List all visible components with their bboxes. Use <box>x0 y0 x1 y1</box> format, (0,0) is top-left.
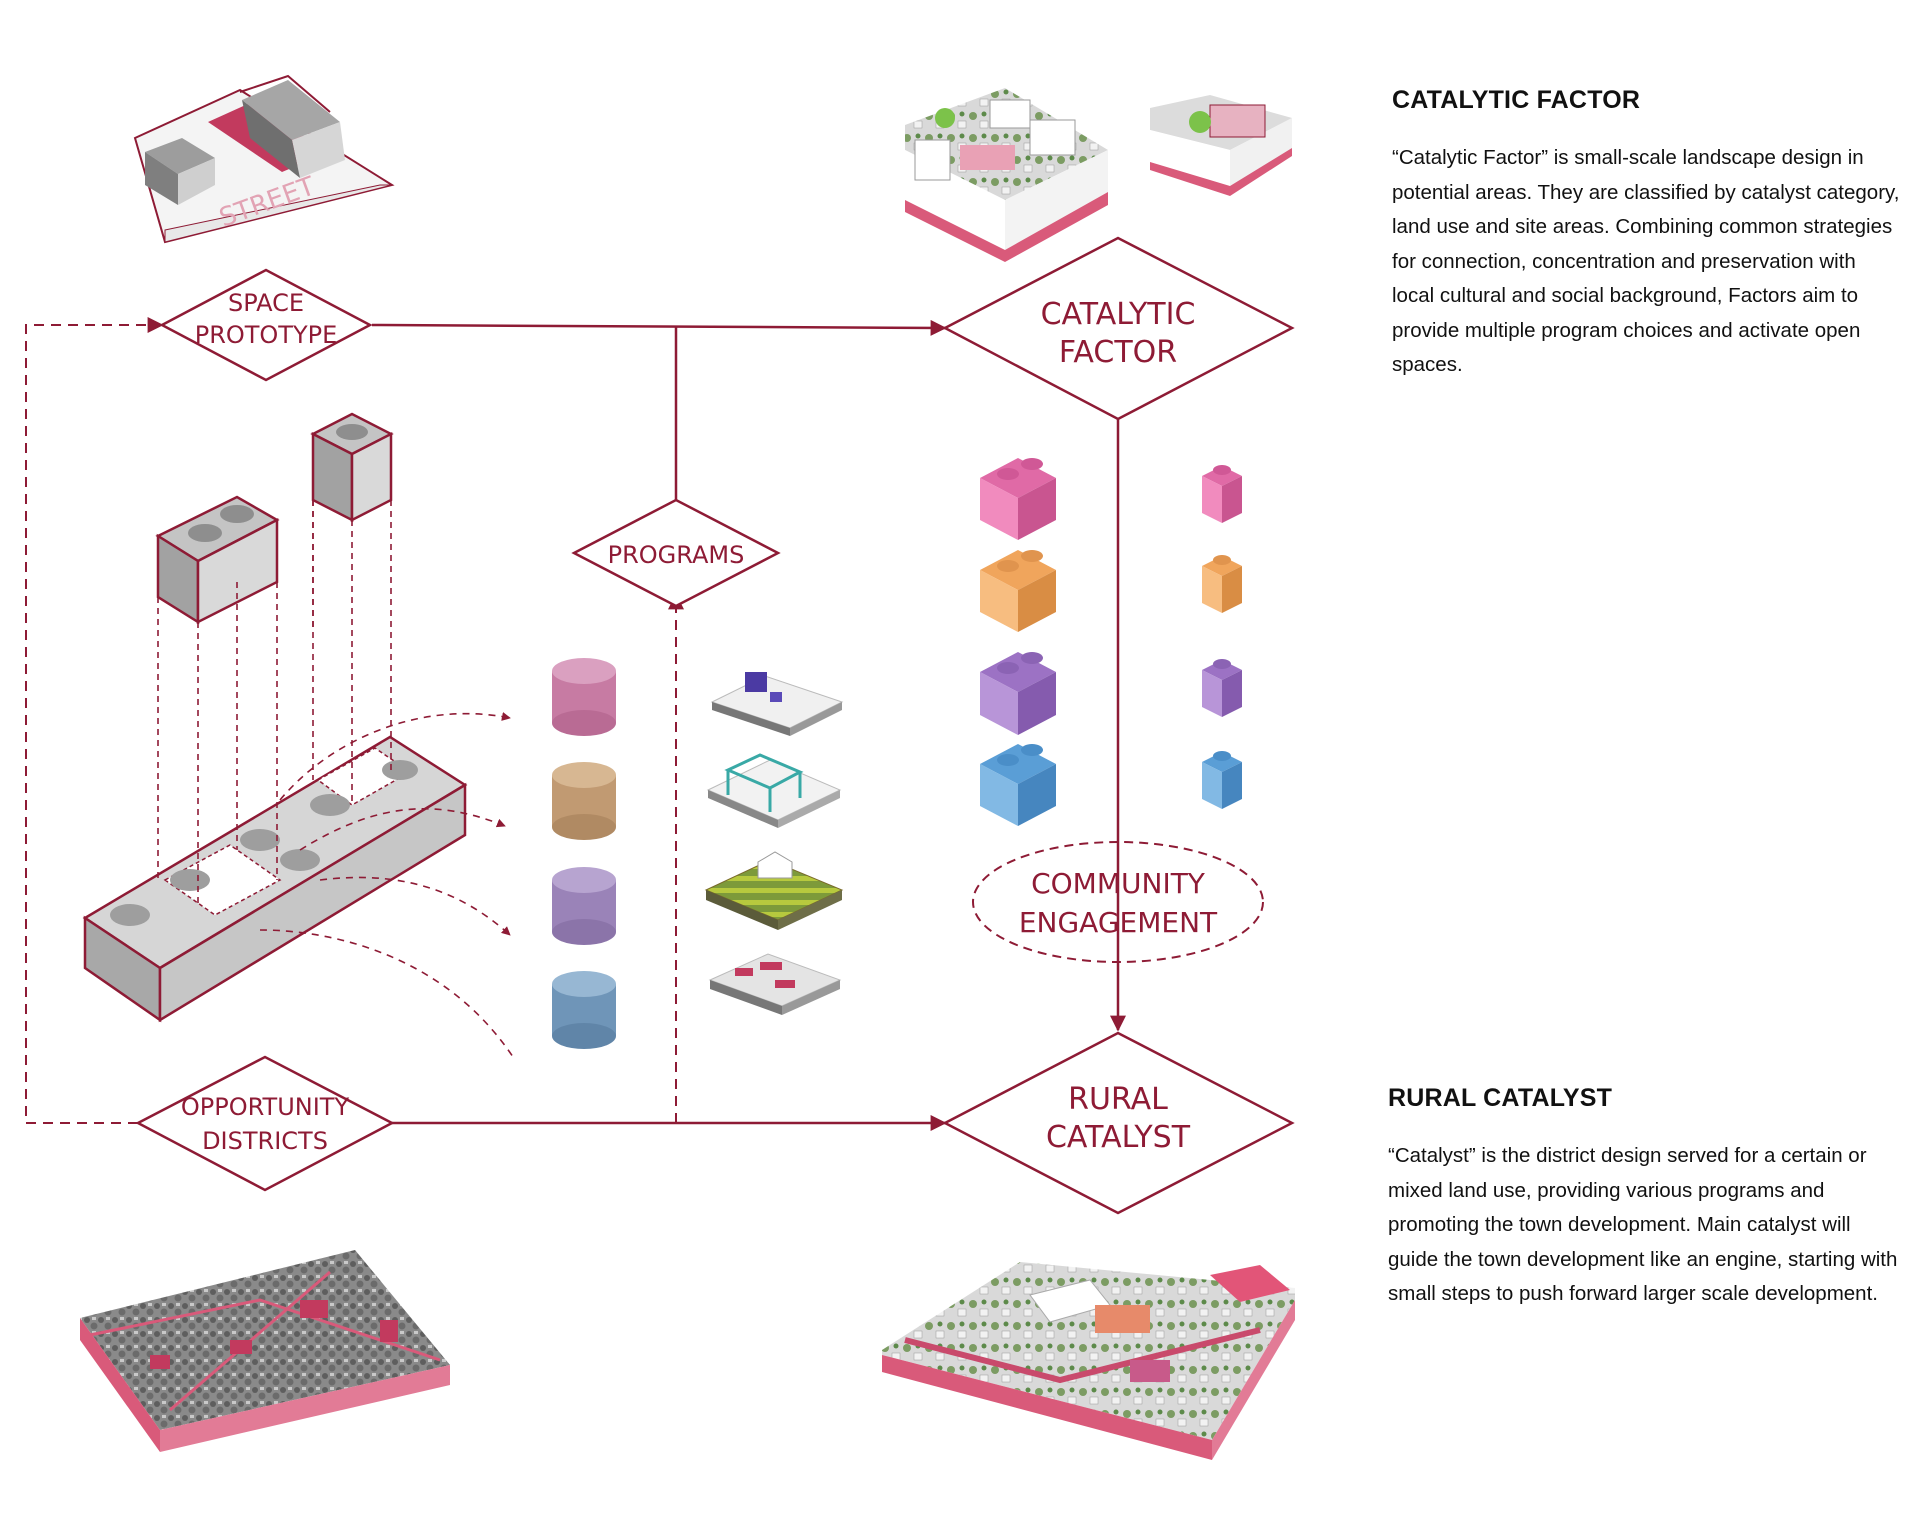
node-catalytic-factor-line1: CATALYTIC <box>1041 297 1196 332</box>
rural-catalyst-heading: RURAL CATALYST <box>1388 1084 1613 1112</box>
node-community-engagement: COMMUNITY ENGAGEMENT <box>972 841 1264 963</box>
program-cylinder-purple <box>552 867 616 945</box>
floating-brick-large <box>155 495 280 625</box>
catalytic-factor-model-small <box>1150 95 1292 196</box>
program-cylinder-tan <box>552 762 616 840</box>
node-rural-catalyst-line2: CATALYST <box>1046 1120 1191 1155</box>
rural-catalyst-description: RURAL CATALYST “Catalyst” is the distric… <box>1388 1084 1898 1312</box>
lego-brick-pink-large <box>980 458 1056 540</box>
lego-brick-blue-large <box>980 744 1056 826</box>
lego-brick-blue-small <box>1202 751 1242 809</box>
lego-brick-pink-small <box>1202 465 1242 523</box>
program-model-field <box>704 851 844 930</box>
catalytic-factor-description: CATALYTIC FACTOR “Catalytic Factor” is s… <box>1392 86 1902 383</box>
rural-catalyst-town-model <box>882 1262 1295 1460</box>
program-model-plaza <box>710 672 844 736</box>
lego-brick-orange-small <box>1202 555 1242 613</box>
node-programs-label: PROGRAMS <box>608 541 745 569</box>
node-catalytic-factor: CATALYTIC FACTOR <box>942 236 1295 421</box>
node-opportunity-districts-line2: DISTRICTS <box>202 1127 328 1155</box>
node-rural-catalyst: RURAL CATALYST <box>942 1031 1295 1215</box>
floating-brick-small <box>310 412 394 523</box>
node-programs: PROGRAMS <box>571 498 781 608</box>
dashed-arcs <box>259 712 516 1061</box>
node-opportunity-districts: OPPORTUNITY DISTRICTS <box>135 1055 395 1192</box>
opportunity-districts-map <box>80 1250 450 1452</box>
program-model-market <box>708 953 842 1015</box>
iso-base-block <box>82 735 468 1023</box>
node-rural-catalyst-line1: RURAL <box>1068 1082 1168 1117</box>
node-catalytic-factor-line2: FACTOR <box>1059 335 1177 370</box>
node-opportunity-districts-line1: OPPORTUNITY <box>181 1093 350 1121</box>
node-community-engagement-line1: COMMUNITY <box>1031 867 1206 900</box>
catalytic-factor-body: “Catalytic Factor” is small-scale landsc… <box>1392 146 1900 376</box>
program-cylinder-blue <box>552 971 616 1049</box>
node-space-prototype: SPACE PROTOTYPE <box>159 268 373 382</box>
lego-brick-purple-large <box>980 652 1056 735</box>
lego-brick-orange-large <box>980 550 1056 632</box>
catalytic-factor-heading: CATALYTIC FACTOR <box>1392 86 1641 114</box>
program-cylinder-pink <box>552 658 616 736</box>
space-prototype-site-model: STREET <box>133 74 395 244</box>
program-model-canopy <box>706 753 842 828</box>
rural-catalyst-body: “Catalyst” is the district design served… <box>1388 1144 1898 1305</box>
node-space-prototype-line2: PROTOTYPE <box>195 321 338 349</box>
projection-lines <box>157 500 392 905</box>
lego-brick-purple-small <box>1202 659 1242 717</box>
catalytic-factor-model-large <box>905 88 1108 262</box>
node-community-engagement-line2: ENGAGEMENT <box>1019 906 1218 939</box>
node-space-prototype-line1: SPACE <box>228 289 304 317</box>
